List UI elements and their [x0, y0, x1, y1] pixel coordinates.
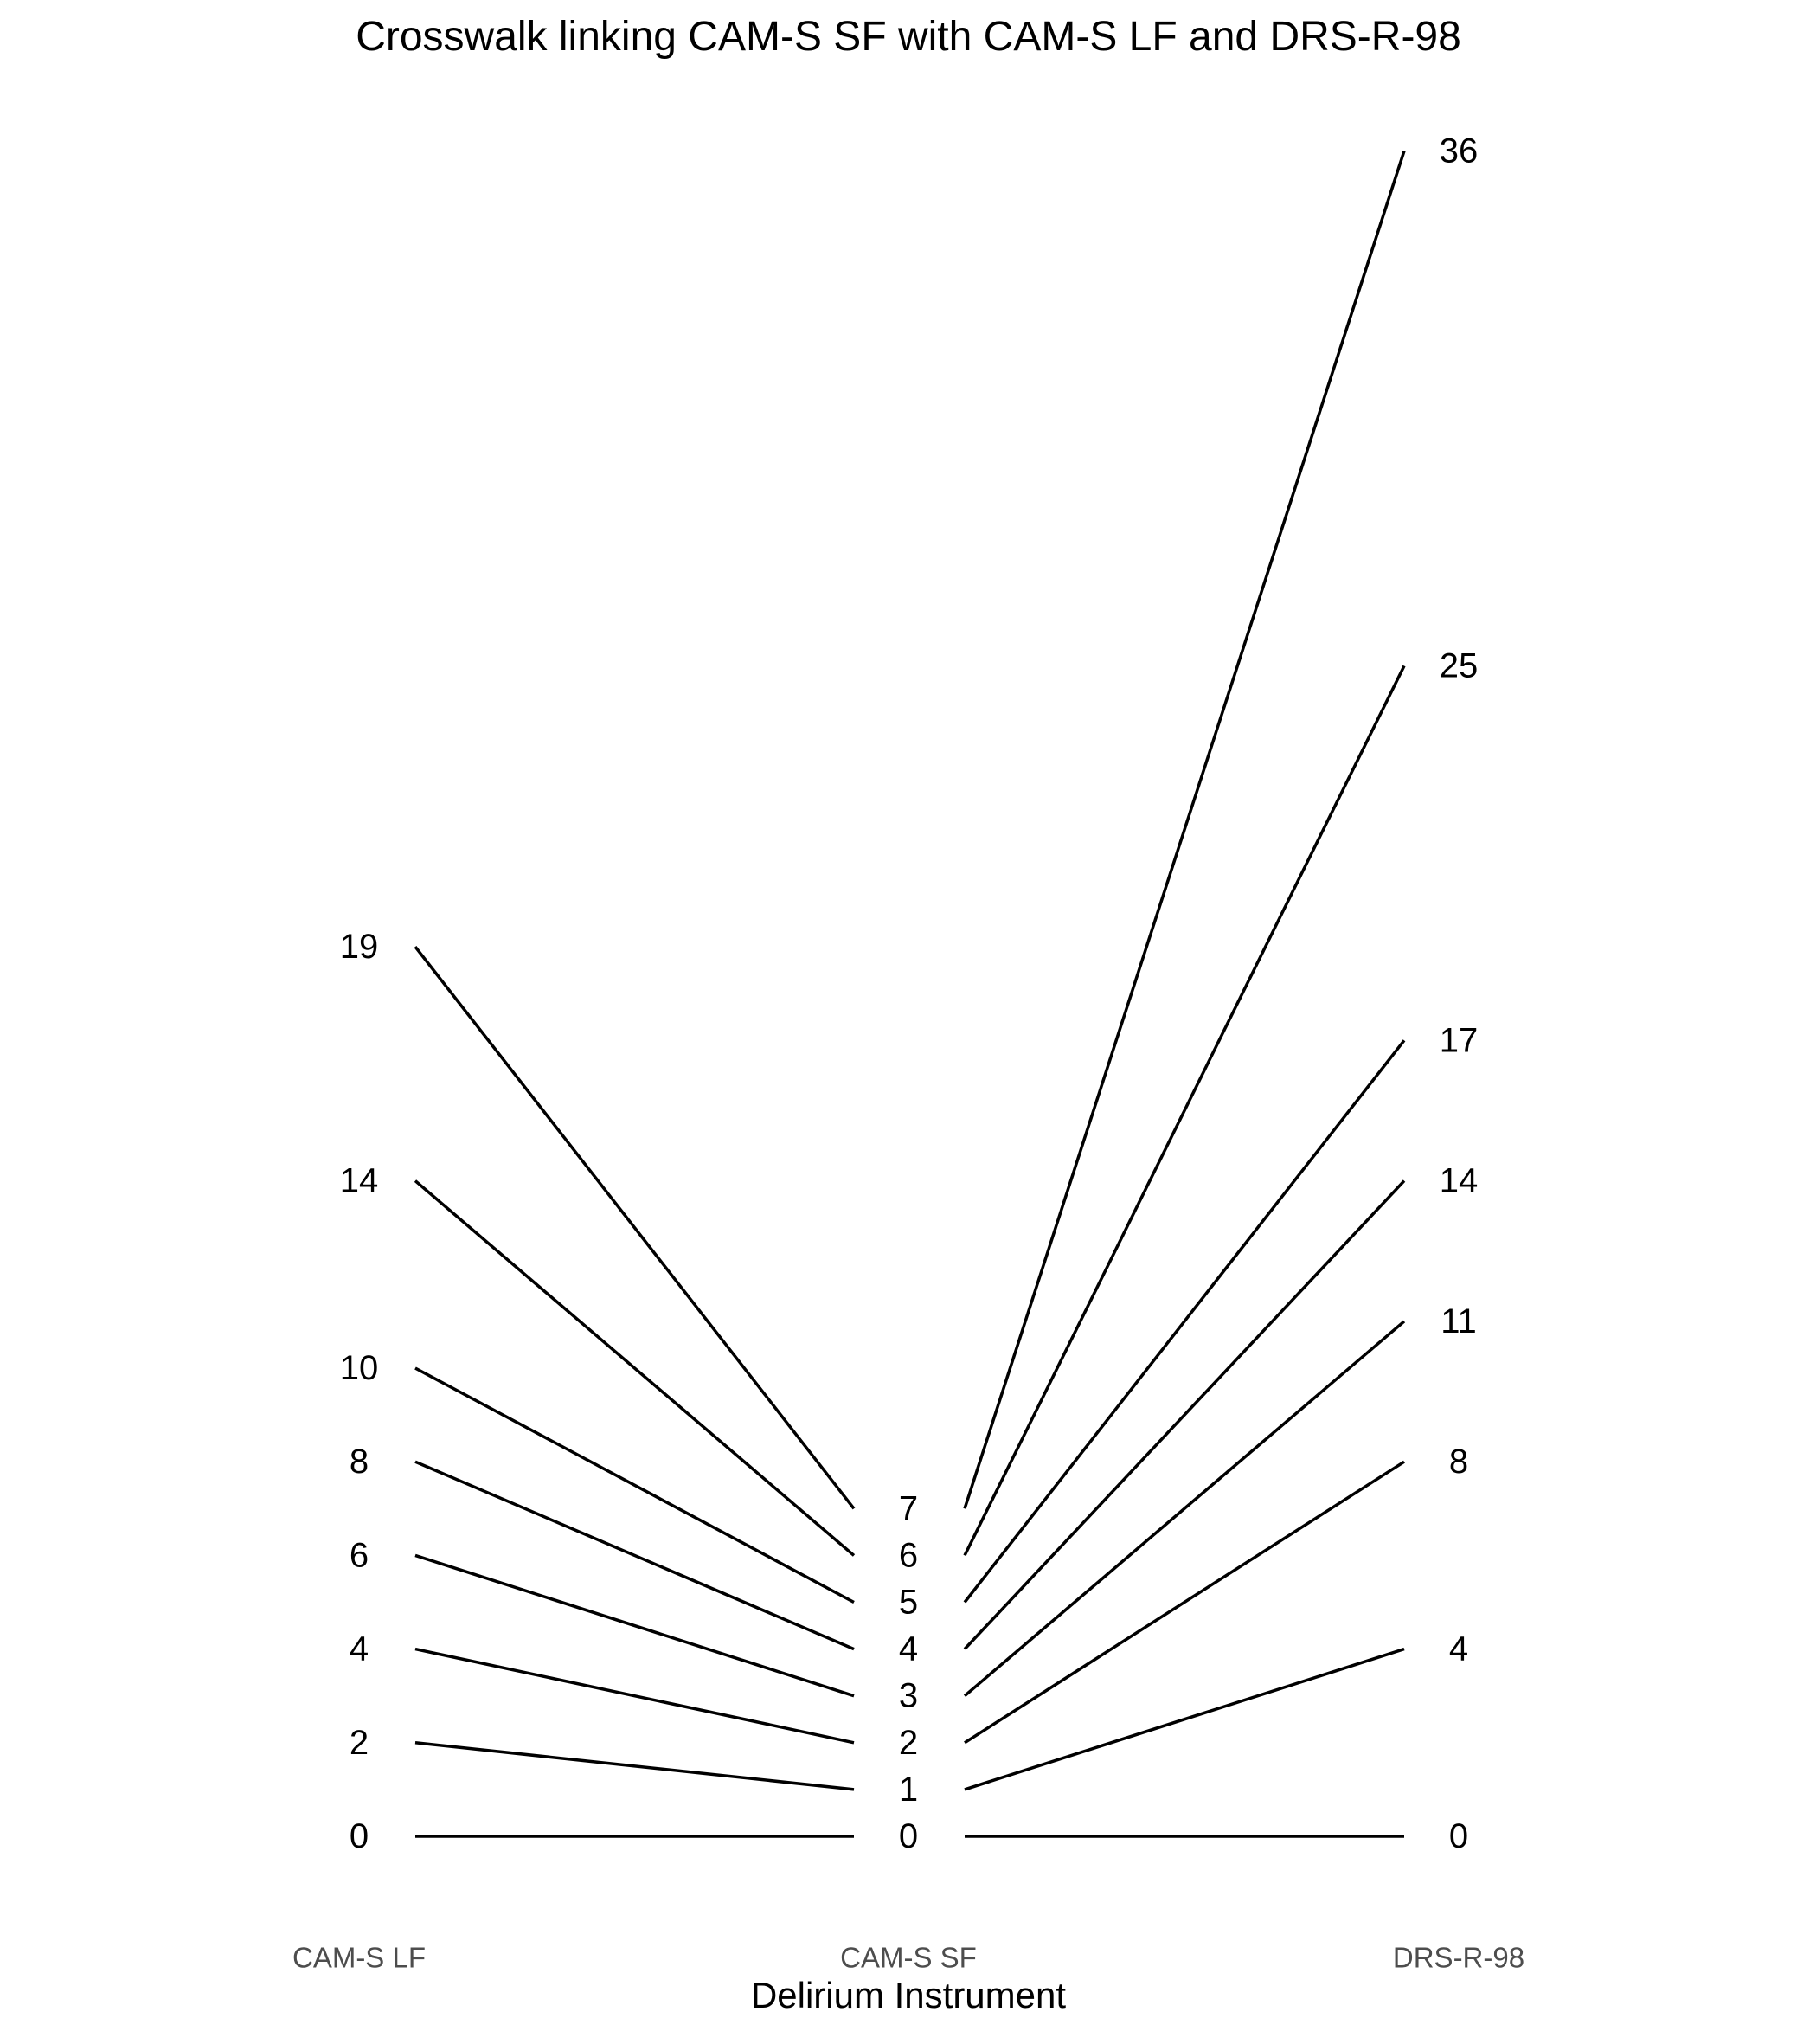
link-line-sf-to-drs — [963, 1320, 1406, 1698]
drs-r-98-score-label: 14 — [1440, 1162, 1479, 1200]
drs-r-98-score-label: 8 — [1449, 1443, 1468, 1481]
link-line-lf-to-sf — [414, 1366, 855, 1604]
cam-s-lf-score-label: 4 — [350, 1630, 369, 1668]
cam-s-lf-score-label: 6 — [350, 1536, 369, 1574]
x-axis-title: Delirium Instrument — [751, 1975, 1066, 2015]
link-line-lf-to-sf — [414, 946, 856, 1510]
cam-s-sf-score-label: 7 — [899, 1489, 918, 1527]
cam-s-sf-score-label: 6 — [899, 1536, 918, 1574]
link-line-sf-to-drs — [963, 150, 1406, 1509]
link-line-lf-to-sf — [414, 1647, 855, 1745]
cam-s-sf-score-label: 5 — [899, 1584, 918, 1622]
category-labels: CAM-S LF CAM-S SF DRS-R-98 — [292, 1942, 1524, 1974]
drs-r-98-score-label: 17 — [1440, 1021, 1479, 1059]
cam-s-sf-score-label: 3 — [899, 1677, 918, 1715]
cam-s-lf-score-label: 2 — [350, 1724, 369, 1762]
cam-s-lf-score-label: 8 — [350, 1443, 369, 1481]
cam-s-sf-score-label: 1 — [899, 1771, 918, 1809]
drs-r-98-score-label: 0 — [1449, 1817, 1468, 1855]
cam-s-lf-score-label: 0 — [350, 1817, 369, 1855]
link-line-lf-to-sf — [414, 1553, 855, 1698]
link-lines — [414, 150, 1406, 1838]
drs-r-98-score-label: 25 — [1440, 647, 1479, 685]
cam-s-lf-score-label: 19 — [340, 928, 379, 966]
link-line-lf-to-sf — [414, 1179, 856, 1557]
drs-r-98-score-label: 4 — [1449, 1630, 1468, 1668]
link-line-lf-to-sf — [414, 1741, 855, 1791]
cam-s-sf-score-label: 2 — [899, 1724, 918, 1762]
cam-s-lf-score-label: 10 — [340, 1349, 379, 1387]
link-line-sf-to-drs — [964, 1460, 1405, 1745]
x-tick-label: DRS-R-98 — [1393, 1942, 1524, 1974]
link-line-lf-to-sf — [414, 1460, 855, 1651]
cam-s-lf-score-label: 14 — [340, 1162, 379, 1200]
chart-title: Crosswalk linking CAM-S SF with CAM-S LF… — [356, 14, 1461, 60]
link-line-sf-to-drs — [963, 665, 1406, 1557]
cam-s-sf-score-label: 0 — [899, 1817, 918, 1855]
x-tick-label: CAM-S SF — [840, 1942, 977, 1974]
drs-r-98-score-label: 11 — [1441, 1302, 1477, 1340]
link-line-sf-to-drs — [963, 1039, 1406, 1604]
x-tick-label: CAM-S LF — [292, 1942, 426, 1974]
drs-r-98-score-label: 36 — [1440, 132, 1479, 170]
cam-s-sf-score-label: 4 — [899, 1630, 918, 1668]
link-line-sf-to-drs — [964, 1647, 1405, 1791]
link-line-sf-to-drs — [963, 1179, 1406, 1650]
